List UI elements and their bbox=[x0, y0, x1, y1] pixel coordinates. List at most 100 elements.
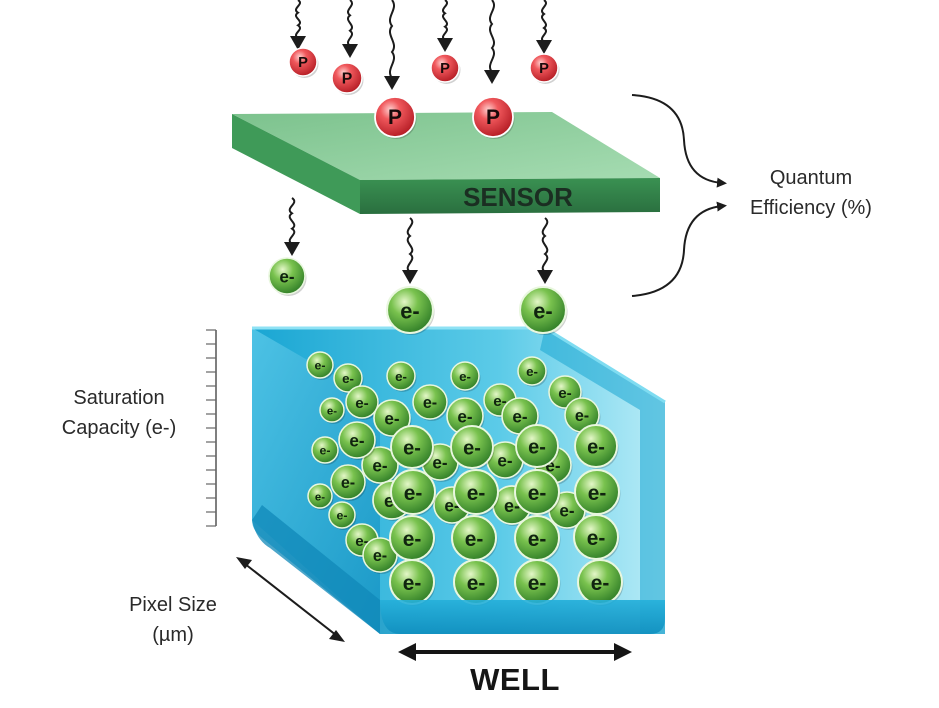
well-electron: e- bbox=[515, 424, 560, 469]
well-electron: e- bbox=[577, 559, 624, 606]
electron-symbol: e- bbox=[459, 369, 471, 384]
electron-symbol: e- bbox=[457, 407, 473, 426]
well-electron: e- bbox=[389, 515, 436, 562]
well-electron: e- bbox=[574, 469, 621, 516]
quantum-efficiency-label: Quantum Efficiency (%) bbox=[726, 163, 896, 223]
quantum-efficiency-line1: Quantum bbox=[769, 167, 853, 189]
photon-arrow bbox=[484, 0, 500, 84]
saturation-capacity-label: Saturation Capacity (e-) bbox=[44, 383, 194, 443]
photon-symbol: P bbox=[440, 61, 450, 77]
saturation-scale bbox=[206, 329, 217, 527]
electron-symbol: e- bbox=[591, 572, 610, 595]
electron-symbol: e- bbox=[315, 491, 325, 503]
well-electron: e- bbox=[319, 397, 346, 424]
electron-symbol: e- bbox=[342, 371, 354, 386]
well-electron: e- bbox=[389, 559, 436, 606]
photon-arrow bbox=[342, 0, 358, 58]
electron-symbol: e- bbox=[558, 385, 572, 402]
electron-symbol: e- bbox=[423, 394, 437, 412]
electron-symbol: e- bbox=[403, 528, 422, 551]
electron-symbol: e- bbox=[465, 528, 484, 551]
electron-symbol: e- bbox=[400, 298, 419, 323]
electron-symbol: e- bbox=[384, 409, 400, 428]
electron-symbol: e- bbox=[373, 547, 387, 565]
electron-symbol: e- bbox=[559, 501, 575, 520]
sensor-top-face bbox=[232, 112, 660, 180]
electron-symbol: e- bbox=[467, 482, 486, 505]
well-electron: e- bbox=[307, 483, 334, 510]
photon-symbol: P bbox=[342, 70, 353, 87]
well-electron: e- bbox=[453, 559, 500, 606]
electron-symbol: e- bbox=[341, 474, 355, 492]
well-electron: e- bbox=[453, 469, 500, 516]
free-electron: e- bbox=[518, 285, 568, 335]
electron-arrow bbox=[402, 217, 418, 284]
well-label: WELL bbox=[470, 662, 560, 697]
photon-symbol: P bbox=[298, 55, 308, 71]
well-width-arrow bbox=[398, 643, 632, 661]
photon: P bbox=[288, 47, 319, 78]
electron-arrows bbox=[284, 197, 553, 284]
well-electron: e- bbox=[306, 351, 335, 380]
electron-arrow bbox=[537, 217, 553, 284]
well-electron: e- bbox=[450, 425, 495, 470]
well-electron: e- bbox=[564, 397, 601, 434]
electron-symbol: e- bbox=[355, 395, 369, 412]
sensor-left-face bbox=[232, 114, 360, 214]
well-front bbox=[252, 505, 665, 634]
saturation-capacity-line1: Saturation bbox=[73, 387, 165, 409]
electron-symbol: e- bbox=[467, 572, 486, 595]
photon-symbol: P bbox=[486, 106, 500, 129]
pixel-size-arrow bbox=[236, 557, 345, 642]
photon-arrow bbox=[384, 0, 400, 90]
electron-symbol: e- bbox=[279, 267, 295, 286]
electron-symbol: e- bbox=[463, 438, 481, 460]
well-electron: e- bbox=[362, 537, 399, 574]
photon-arrow bbox=[536, 0, 552, 54]
pixel-size-line2: (µm) bbox=[152, 624, 194, 646]
electron-symbol: e- bbox=[526, 364, 538, 379]
well-right-wall bbox=[540, 328, 665, 634]
electron-symbol: e- bbox=[512, 407, 528, 426]
photon: P bbox=[331, 62, 364, 95]
electron-symbol: e- bbox=[528, 528, 547, 551]
electron-symbol: e- bbox=[432, 453, 448, 472]
electron-symbol: e- bbox=[349, 431, 365, 450]
well-electron: e- bbox=[573, 514, 620, 561]
well-electron: e- bbox=[361, 446, 400, 485]
photon: P bbox=[430, 53, 461, 84]
photon: P bbox=[529, 53, 560, 84]
electron-symbol: e- bbox=[533, 298, 552, 323]
sensor-front-face bbox=[360, 178, 660, 214]
electron-symbol: e- bbox=[403, 438, 421, 460]
electron-symbol: e- bbox=[372, 456, 388, 475]
photon-symbol: P bbox=[539, 61, 549, 77]
electron-symbol: e- bbox=[575, 407, 589, 425]
electron-symbol: e- bbox=[528, 437, 546, 459]
well-electron: e- bbox=[386, 361, 417, 392]
free-electron: e- bbox=[268, 257, 307, 296]
pixel-size-line1: Pixel Size bbox=[129, 594, 217, 616]
sensor-label: SENSOR bbox=[463, 182, 573, 212]
well-electron: e- bbox=[412, 384, 449, 421]
well-electron: e- bbox=[514, 515, 561, 562]
electron-symbol: e- bbox=[320, 444, 331, 458]
free-electron: e- bbox=[385, 285, 435, 335]
photon-arrow bbox=[290, 0, 306, 50]
electron-symbol: e- bbox=[588, 482, 607, 505]
well-electron: e- bbox=[574, 424, 619, 469]
photon-arrow bbox=[437, 0, 453, 52]
photon: P bbox=[472, 96, 515, 139]
well-electron: e- bbox=[450, 361, 481, 392]
electron-symbol: e- bbox=[404, 482, 423, 505]
well-electron: e- bbox=[501, 397, 540, 436]
well-electron: e- bbox=[345, 385, 380, 420]
photon-symbol: P bbox=[388, 106, 402, 129]
well-electron: e- bbox=[486, 441, 525, 480]
electron-symbol: e- bbox=[528, 572, 547, 595]
electron-symbol: e- bbox=[337, 509, 348, 523]
well-electron: e- bbox=[517, 356, 548, 387]
sensor-plate: SENSOR bbox=[232, 112, 660, 214]
